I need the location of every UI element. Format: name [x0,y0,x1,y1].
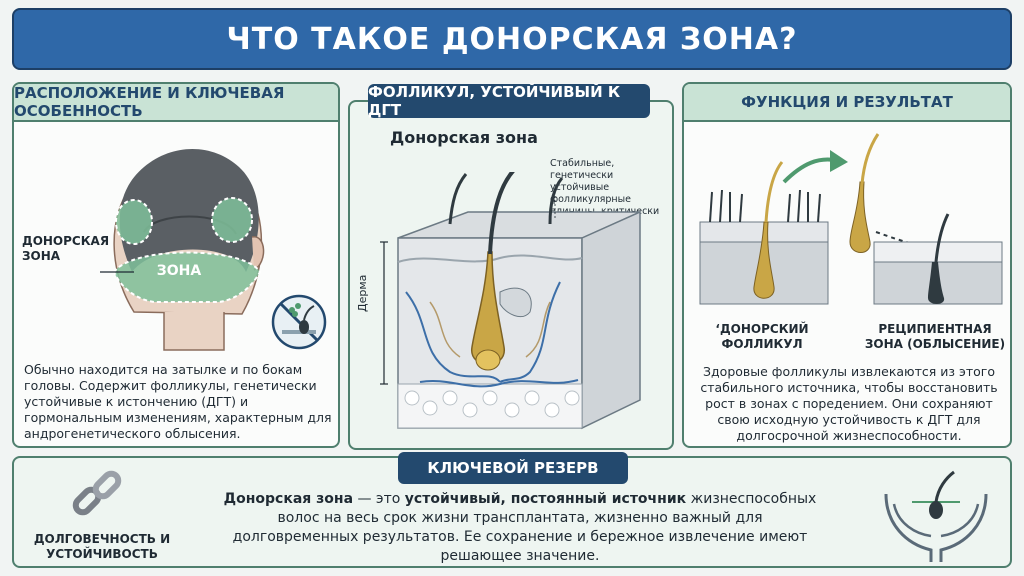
page-title: ЧТО ТАКОЕ ДОНОРСКАЯ ЗОНА? [226,21,798,57]
function-description: Здоровые фолликулы извлекаются из этого … [700,364,998,443]
dermis-label: Дерма [356,274,369,312]
reserve-header: КЛЮЧЕВОЙ РЕЗЕРВ [398,452,628,484]
durability-label: ДОЛГОВЕЧНОСТЬ И УСТОЙЧИВОСТЬ [33,532,171,561]
reserve-text-bold1: Донорская зона [223,491,354,507]
chain-icon [72,470,122,516]
follicle-panel: Донорская зона Стабильные, генетически у… [348,100,674,450]
location-description: Обычно находится на затылке и по бокам г… [24,362,332,441]
hands-icon [884,470,988,562]
follicle-panel-header: ФОЛЛИКУЛ, УСТОЙЧИВЫЙ К ДГТ [368,83,650,119]
reserve-text-dash: — это [353,491,405,507]
recipient-zone-label: РЕЦИПИЕНТНАЯ ЗОНА (ОБЛЫСЕНИЕ) [864,322,1006,351]
zone-label: ЗОНА [156,263,202,279]
location-panel: РАСПОЛОЖЕНИЕ И КЛЮЧЕВАЯ ОСОБЕННОСТЬ ДОНО… [12,82,340,448]
transplant-illustration [699,133,1003,305]
head-illustration [100,148,327,351]
function-panel-header: ФУНКЦИЯ И РЕЗУЛЬТАТ [684,84,1010,122]
reserve-text-bold2: устойчивый, постоянный источник [404,491,687,507]
title-banner: ЧТО ТАКОЕ ДОНОРСКАЯ ЗОНА? [12,8,1012,70]
donor-zone-subtitle: Донорская зона [390,128,538,147]
function-panel: ФУНКЦИЯ И РЕЗУЛЬТАТ ‘ДОНОРСКИЙ ФОЛЛИКУЛ … [682,82,1012,448]
donor-follicle-label: ‘ДОНОРСКИЙ ФОЛЛИКУЛ [715,322,809,351]
reserve-description: Донорская зона — это устойчивый, постоян… [220,490,820,566]
skin-block-illustration [380,172,641,430]
reserve-text-rest: жизнеспособных волос на весь срок жизни … [232,491,817,564]
donor-zone-label: ДОНОРСКАЯ ЗОНА [22,234,110,263]
location-panel-header: РАСПОЛОЖЕНИЕ И КЛЮЧЕВАЯ ОСОБЕННОСТЬ [14,84,338,122]
